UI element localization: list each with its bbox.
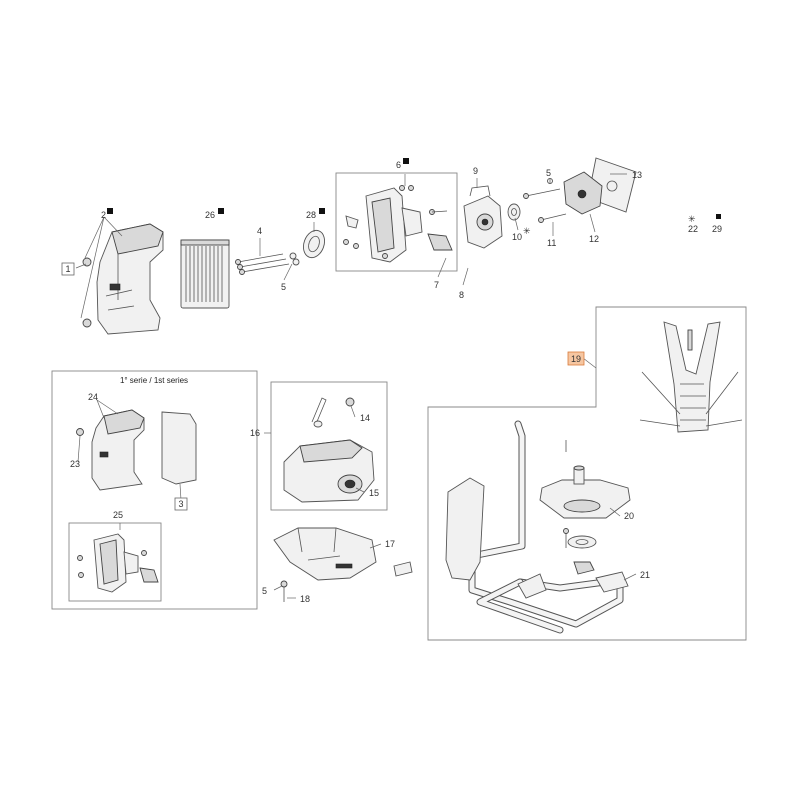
legend-square-number: 29 <box>712 224 722 234</box>
back-pad-part <box>445 477 485 581</box>
callout-5-top: 5 <box>281 282 286 292</box>
asterisk-mark: ✳ <box>523 226 531 236</box>
svg-text:5: 5 <box>262 586 267 596</box>
callout-28: 28 <box>306 208 325 220</box>
series-caption: 1° serie / 1st series <box>120 376 188 385</box>
washer-10-part <box>507 203 521 221</box>
square-mark <box>218 208 224 214</box>
callout-15: 15 <box>369 488 379 498</box>
svg-text:7: 7 <box>434 280 439 290</box>
callout-6: 6 <box>396 158 409 170</box>
svg-text:15: 15 <box>369 488 379 498</box>
callout-9: 9 <box>473 166 478 176</box>
svg-text:5: 5 <box>546 168 551 178</box>
filter-base-frame <box>335 172 458 272</box>
first-series-frame <box>51 370 258 610</box>
svg-text:13: 13 <box>632 170 642 180</box>
svg-text:28: 28 <box>306 210 316 220</box>
svg-text:23: 23 <box>70 459 80 469</box>
svg-text:10: 10 <box>512 232 522 242</box>
callout-23: 23 <box>70 459 80 469</box>
callout-13: 13 <box>632 170 642 180</box>
carburettor-part <box>463 185 503 249</box>
svg-text:26: 26 <box>205 210 215 220</box>
svg-text:11: 11 <box>547 238 556 248</box>
svg-text:19: 19 <box>571 354 581 364</box>
screw-1-part <box>82 257 92 328</box>
svg-text:2: 2 <box>101 210 106 220</box>
svg-text:21: 21 <box>640 570 650 580</box>
callout-26: 26 <box>205 208 224 220</box>
callout-1: 1 <box>61 262 75 276</box>
backpack-tube-frame-part <box>468 420 624 634</box>
callout-14: 14 <box>360 413 370 423</box>
backpack-frame-box <box>427 306 747 641</box>
damper-plate-part <box>539 440 631 575</box>
fuel-tank-part <box>283 397 375 503</box>
callout-17: 17 <box>385 539 395 549</box>
callout-5-bottom: 5 <box>262 586 267 596</box>
svg-text:3: 3 <box>178 499 183 509</box>
svg-text:24: 24 <box>88 392 98 402</box>
callout-3: 3 <box>174 497 188 511</box>
callout-11: 11 <box>547 238 556 248</box>
square-mark <box>716 214 721 219</box>
callout-20: 20 <box>624 511 634 521</box>
long-screws-4-part <box>235 252 300 275</box>
air-filter-element-part <box>180 239 230 309</box>
tank-bracket-part <box>273 527 413 602</box>
first-series-cover-part <box>76 409 197 491</box>
asterisk-mark: ✳ <box>688 214 696 224</box>
callout-7: 7 <box>434 280 439 290</box>
legend-asterisk-number: 22 <box>688 224 698 234</box>
air-filter-cover-part <box>96 223 164 335</box>
callout-18: 18 <box>300 594 310 604</box>
svg-text:16: 16 <box>250 428 260 438</box>
legend-square: 29 <box>712 214 722 234</box>
callout-12: 12 <box>589 234 599 244</box>
harness-part <box>639 321 743 433</box>
callout-16: 16 <box>250 428 260 438</box>
callout-25: 25 <box>113 510 123 520</box>
fuel-tank-frame <box>270 381 388 511</box>
leader-lines <box>75 173 637 599</box>
screws-11-part <box>523 178 567 223</box>
svg-text:1: 1 <box>65 264 70 274</box>
filter-base-part <box>343 185 453 263</box>
square-mark <box>107 208 113 214</box>
callout-4: 4 <box>257 226 262 236</box>
inner-frame-25 <box>68 522 162 602</box>
svg-text:18: 18 <box>300 594 310 604</box>
callout-24: 24 <box>88 392 98 402</box>
first-series-base-part <box>77 533 159 593</box>
legend-asterisk: ✳ 22 <box>688 214 698 234</box>
svg-text:14: 14 <box>360 413 370 423</box>
callout-10: 10 ✳ <box>512 226 531 242</box>
callout-2: 2 <box>101 208 113 220</box>
svg-text:20: 20 <box>624 511 634 521</box>
svg-text:9: 9 <box>473 166 478 176</box>
svg-text:4: 4 <box>257 226 262 236</box>
callout-19-highlighted: 19 <box>567 351 585 366</box>
svg-text:5: 5 <box>281 282 286 292</box>
callout-21: 21 <box>640 570 650 580</box>
intake-manifold-part <box>563 157 637 215</box>
gasket-28-part <box>303 229 325 259</box>
svg-text:17: 17 <box>385 539 395 549</box>
svg-text:6: 6 <box>396 160 401 170</box>
callout-5-right: 5 <box>546 168 551 178</box>
svg-text:25: 25 <box>113 510 123 520</box>
square-mark <box>319 208 325 214</box>
engine-bracket-part <box>517 571 629 599</box>
callout-8: 8 <box>459 290 464 300</box>
svg-text:12: 12 <box>589 234 599 244</box>
svg-text:8: 8 <box>459 290 464 300</box>
square-mark <box>403 158 409 164</box>
